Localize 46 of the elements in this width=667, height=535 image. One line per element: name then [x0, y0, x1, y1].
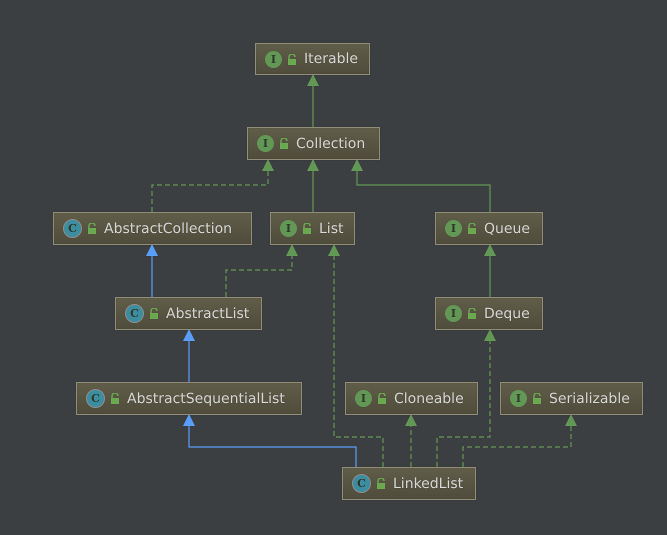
interface-badge: I — [445, 305, 462, 322]
type-name: List — [319, 220, 344, 236]
arrow — [307, 74, 319, 127]
interface-badge: I — [510, 390, 527, 407]
dashed-arrow — [151, 159, 274, 212]
dashed-arrow — [405, 414, 417, 467]
type-name: AbstractList — [166, 306, 250, 322]
dashed-arrow — [436, 329, 496, 467]
interface-box — [435, 297, 543, 330]
type-name: Iterable — [304, 51, 358, 67]
interface-box — [435, 212, 543, 245]
type-name: Queue — [484, 220, 530, 236]
type-name: AbstractSequentialList — [127, 390, 285, 406]
class-box — [115, 297, 262, 330]
type-name: Deque — [484, 306, 530, 322]
arrow — [351, 159, 491, 212]
type-name: Cloneable — [394, 390, 464, 406]
arrow — [183, 329, 195, 382]
class-box — [342, 467, 476, 500]
type-name: LinkedList — [393, 476, 464, 492]
class-box — [53, 212, 252, 245]
interface-badge: I — [355, 390, 372, 407]
arrow — [183, 414, 357, 467]
interface-badge: I — [257, 135, 274, 152]
type-name: Serializable — [549, 390, 630, 406]
type-name: AbstractCollection — [104, 220, 232, 236]
interface-badge: I — [280, 220, 297, 237]
dashed-arrow — [328, 244, 384, 467]
class-badge: C — [125, 304, 144, 323]
interface-box — [247, 127, 380, 160]
dashed-arrow — [225, 244, 298, 297]
dashed-arrow — [462, 414, 577, 467]
arrow — [484, 244, 496, 297]
type-name: Collection — [296, 136, 366, 152]
arrow — [146, 244, 158, 297]
class-box — [76, 382, 302, 415]
interface-box — [500, 382, 643, 415]
class-badge: C — [63, 219, 82, 238]
interface-badge: I — [445, 220, 462, 237]
class-badge: C — [352, 474, 371, 493]
class-badge: C — [86, 389, 105, 408]
interface-box — [255, 43, 370, 75]
interface-box — [270, 212, 355, 245]
arrow — [307, 159, 319, 212]
interface-badge: I — [265, 50, 282, 68]
interface-box — [345, 382, 478, 415]
